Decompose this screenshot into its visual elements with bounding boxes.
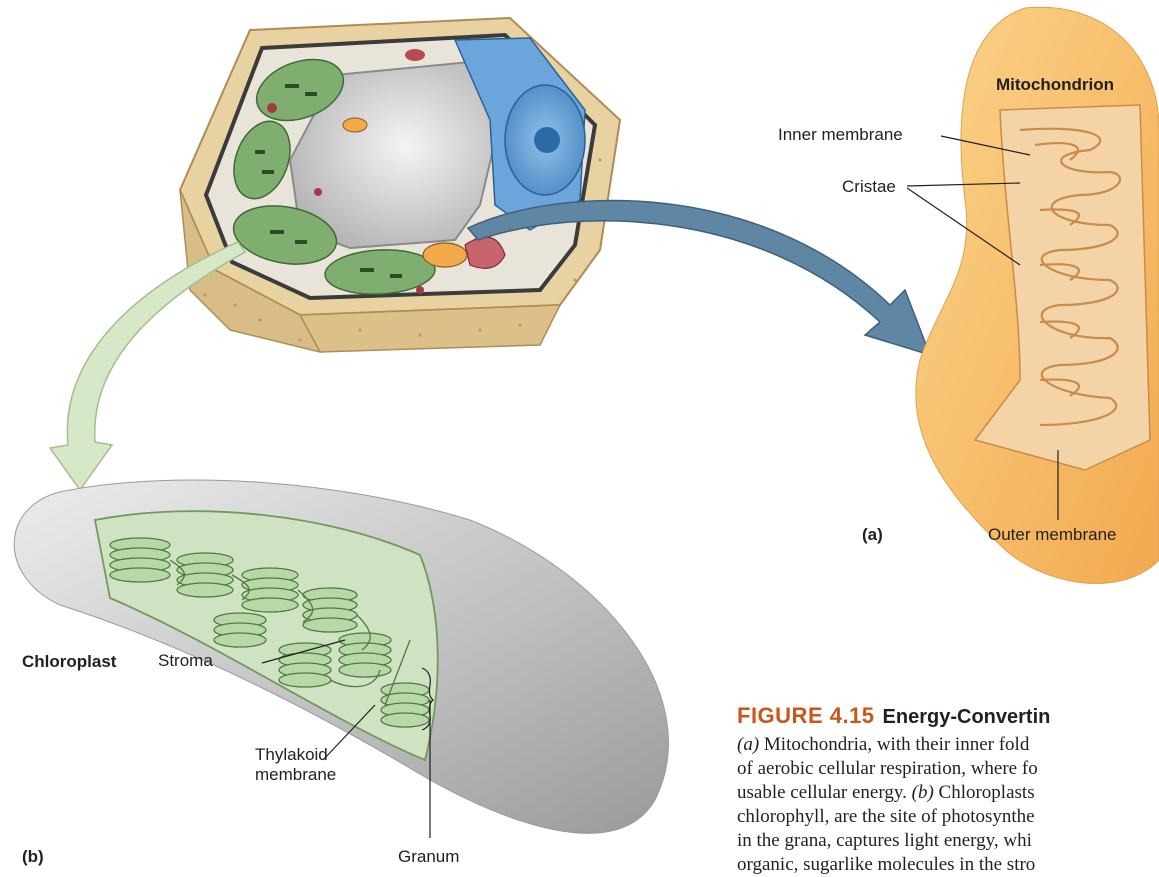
caption-line-1: (a) Mitochondria, with their inner fold [737, 733, 1159, 757]
figure-caption-title: FIGURE 4.15 Energy-Convertin [737, 705, 1050, 727]
mitochondrion-title: Mitochondrion [996, 76, 1114, 93]
caption-line-3: usable cellular energy. (b) Chloroplasts [737, 781, 1159, 805]
panel-a-label: (a) [862, 526, 883, 543]
panel-b-label: (b) [22, 848, 44, 865]
figure-heading: Energy-Convertin [883, 706, 1051, 728]
chloroplast-title: Chloroplast [22, 653, 116, 670]
cristae-label: Cristae [842, 178, 896, 195]
caption-line-6: organic, sugarlike molecules in the stro [737, 853, 1159, 877]
thylakoid-label-line1: Thylakoid [255, 746, 328, 763]
caption-line-2: of aerobic cellular respiration, where f… [737, 757, 1159, 781]
caption-line-4: chlorophyll, are the site of photosynthe [737, 805, 1159, 829]
caption-line-5: in the grana, captures light energy, whi [737, 829, 1159, 853]
figure-caption-body: (a) Mitochondria, with their inner fold … [737, 733, 1159, 877]
plant-cell [180, 18, 620, 352]
outer-membrane-label: Outer membrane [988, 526, 1117, 543]
stroma-label: Stroma [158, 652, 213, 669]
granum-label: Granum [398, 848, 459, 865]
figure-number: FIGURE 4.15 [737, 703, 875, 728]
nucleolus [534, 127, 560, 153]
thylakoid-label-line2: membrane [255, 766, 336, 783]
inner-membrane-label: Inner membrane [778, 126, 903, 143]
